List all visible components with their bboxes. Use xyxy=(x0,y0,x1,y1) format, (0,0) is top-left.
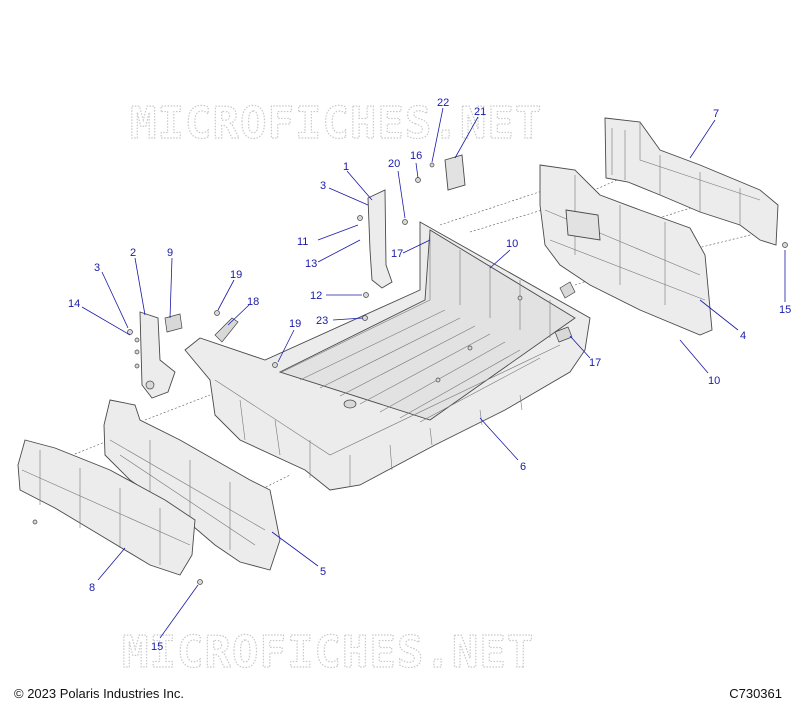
part-6-bed-tub xyxy=(184,221,591,491)
callout-5: 5 xyxy=(320,566,326,578)
part-5-side-rail xyxy=(103,399,281,571)
callout-16: 16 xyxy=(410,150,422,162)
part-4-rear-wall xyxy=(539,164,713,336)
callout-labels: 1 2 3 3 4 5 6 7 8 9 10 10 11 12 13 14 15… xyxy=(68,97,791,653)
watermark-bottom: MICROFICHES.NET xyxy=(122,627,534,678)
fasteners xyxy=(32,162,788,585)
callout-14: 14 xyxy=(68,298,80,310)
callout-4: 4 xyxy=(740,330,746,342)
callout-22: 22 xyxy=(437,97,449,109)
callout-8: 8 xyxy=(89,582,95,594)
callout-3: 3 xyxy=(320,180,326,192)
copyright-text: © 2023 Polaris Industries Inc. xyxy=(14,686,184,701)
part-8-side-rail xyxy=(17,439,196,576)
callout-15: 15 xyxy=(151,641,163,653)
callout-12: 12 xyxy=(310,290,322,302)
callout-19: 19 xyxy=(230,269,242,281)
callout-10: 10 xyxy=(708,375,720,387)
callout-9: 9 xyxy=(167,247,173,259)
callout-20: 20 xyxy=(388,158,400,170)
callout-21: 21 xyxy=(474,106,486,118)
part-21-latch xyxy=(444,154,466,191)
callout-7: 7 xyxy=(713,108,719,120)
callout-13: 13 xyxy=(305,258,317,270)
callout-23: 23 xyxy=(316,315,328,327)
callout-15: 15 xyxy=(779,304,791,316)
callout-17: 17 xyxy=(391,248,403,260)
diagram-code: C730361 xyxy=(729,686,782,701)
callout-11: 11 xyxy=(297,236,308,248)
part-2-bracket xyxy=(139,311,176,399)
callout-3: 3 xyxy=(94,262,100,274)
callout-2: 2 xyxy=(130,247,136,259)
callout-18: 18 xyxy=(247,296,259,308)
part-7-rear-panel xyxy=(604,117,779,246)
leader-lines xyxy=(81,107,786,639)
watermark-top: MICROFICHES.NET xyxy=(130,98,542,149)
callout-10: 10 xyxy=(506,238,518,250)
callout-19: 19 xyxy=(289,318,301,330)
part-1-bracket xyxy=(367,189,393,289)
callout-17: 17 xyxy=(589,357,601,369)
callout-1: 1 xyxy=(343,161,349,173)
callout-6: 6 xyxy=(520,461,526,473)
small-brackets xyxy=(164,281,576,343)
